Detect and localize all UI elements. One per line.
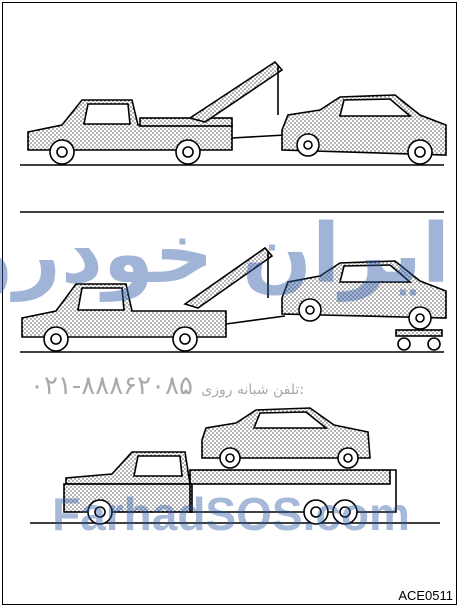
tow-dolly: [396, 330, 442, 336]
phone-watermark: ۰۲۱-۸۸۸۶۲۰۸۵ تلفن شبانه روزی:: [30, 366, 430, 406]
scene-wrecker-lift: [20, 62, 446, 165]
persian-brand-watermark: ایران خودرو فارس: [10, 205, 450, 305]
site-watermark: FarhadSOS.com: [6, 488, 456, 540]
phone-number: ۰۲۱-۸۸۸۶۲۰۸۵: [30, 371, 193, 401]
crane-boom: [190, 62, 282, 122]
phone-label: تلفن شبانه روزی:: [201, 382, 304, 398]
flatbed-deck: [190, 470, 390, 484]
figure-code: ACE0511: [398, 588, 453, 603]
